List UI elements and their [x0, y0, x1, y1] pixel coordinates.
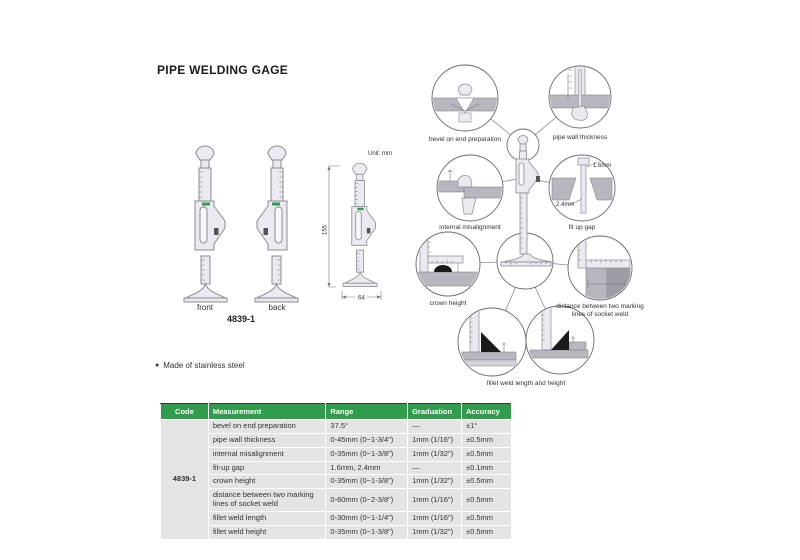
cell-graduation: 1mm (1/16") [407, 432, 463, 448]
header-graduation: Graduation [407, 403, 463, 420]
cell-accuracy: ±0.5mm [461, 510, 512, 526]
art-fit-up-gap [551, 157, 613, 214]
art-fillet-right [529, 307, 589, 359]
cell-measurement: internal misalignment [207, 446, 327, 462]
art-pipe-wall [550, 67, 610, 121]
caption-distance: distance between two marking lines of so… [556, 303, 644, 318]
art-internal-misalignment [438, 169, 502, 215]
cell-graduation: 1mm (1/32") [407, 446, 463, 462]
application-diagram: bevel on end preparation pipe wall thick… [406, 60, 662, 410]
table-row: crown height 0-35mm (0~1-3/8") 1mm (1/32… [161, 474, 512, 490]
cell-measurement: distance between two marking lines of so… [207, 488, 327, 512]
caption-fillet: fillet weld length and height [486, 380, 566, 387]
center-gage [500, 135, 553, 267]
cell-accuracy: ±0.1mm [461, 460, 512, 476]
header-code: Code [160, 403, 209, 420]
cell-measurement: fillet weld height [207, 524, 327, 540]
cell-accuracy: ±0.5mm [461, 474, 512, 490]
code-cell: 4839-1 [160, 419, 209, 540]
fit-up-gap-label-bottom: 2.4mm [556, 202, 575, 208]
caption-fit-up: fit up gap [568, 224, 596, 231]
cell-graduation: 1mm (1/32") [407, 474, 463, 490]
cell-accuracy: ±0.5mm [461, 446, 512, 462]
cell-graduation: 1mm (1/32") [407, 524, 463, 540]
dim-width: 64 [358, 296, 365, 302]
gage-front-view-drawing [183, 145, 228, 303]
cell-measurement: crown height [207, 474, 327, 490]
cell-range: 1.6mm, 2.4mm [325, 460, 409, 476]
cell-measurement: fillet weld length [207, 510, 327, 526]
table-row: pipe wall thickness 0-45mm (0~1-3/4") 1m… [161, 432, 512, 448]
feature-text: Made of stainless steel [163, 361, 245, 370]
caption-crown: crown height [429, 300, 467, 307]
cell-range: 0-60mm (0~2-3/8") [325, 488, 409, 512]
cell-range: 0-35mm (0~1-3/8") [325, 474, 409, 490]
cell-graduation: 1mm (1/16") [407, 510, 463, 526]
cell-accuracy: ±1° [461, 419, 512, 434]
feature-bullet: ●Made of stainless steel [155, 361, 245, 370]
cell-accuracy: ±0.5mm [461, 524, 512, 540]
table-row: internal misalignment 0-35mm (0~1-3/8") … [161, 446, 512, 462]
dim-height: 155 [323, 224, 329, 235]
art-bevel [433, 83, 497, 123]
unit-label: Unit: mm [368, 151, 392, 157]
table-row: fillet weld height 0-35mm (0~1-3/8") 1mm… [161, 524, 512, 540]
application-diagram-svg [415, 64, 633, 377]
product-code: 4839-1 [226, 314, 256, 324]
cell-accuracy: ±0.5mm [461, 432, 512, 448]
caption-internal: internal misalignment [439, 224, 501, 231]
table-header-row: Code Measurement Range Graduation Accura… [160, 403, 512, 420]
header-range: Range [325, 403, 409, 420]
page-title: PIPE WELDING GAGE [157, 63, 289, 77]
art-crown-height [417, 237, 479, 287]
caption-bevel: bevel on end preparation [429, 136, 501, 143]
header-measurement: Measurement [207, 403, 327, 420]
cell-graduation: — [407, 419, 463, 434]
back-view-label: back [268, 303, 286, 312]
cell-measurement: bevel on end preparation [207, 419, 327, 434]
gage-back-view-drawing [254, 145, 299, 303]
cell-range: 0-35mm (0~1-3/8") [325, 446, 409, 462]
table-row: fit-up gap 1.6mm, 2.4mm — ±0.1mm [161, 460, 512, 476]
cell-range: 37.5° [325, 419, 409, 434]
cell-range: 0-30mm (0~1-1/4") [325, 510, 409, 526]
bullet-icon: ● [155, 362, 160, 369]
cell-graduation: — [407, 460, 463, 476]
cell-accuracy: ±0.5mm [461, 488, 512, 512]
table-row: 4839-1 bevel on end preparation 37.5° — … [160, 419, 512, 540]
header-accuracy: Accuracy [461, 403, 512, 420]
dimension-drawing: 155 64 Unit: mm [323, 151, 393, 302]
cell-range: 0-45mm (0~1-3/4") [325, 432, 409, 448]
caption-pipe-wall: pipe wall thickness [552, 134, 608, 141]
front-view-label: front [196, 303, 213, 312]
table-row: distance between two marking lines of so… [161, 488, 512, 512]
cell-range: 0-35mm (0~1-3/8") [325, 524, 409, 540]
cell-measurement: fit-up gap [207, 460, 327, 476]
table-row: fillet weld length 0-30mm (0~1-1/4") 1mm… [161, 510, 512, 526]
fit-up-gap-label-top: 1.6mm [593, 163, 612, 169]
cell-graduation: 1mm (1/16") [407, 488, 463, 512]
spec-table: Code Measurement Range Graduation Accura… [160, 403, 512, 540]
cell-measurement: pipe wall thickness [207, 432, 327, 448]
